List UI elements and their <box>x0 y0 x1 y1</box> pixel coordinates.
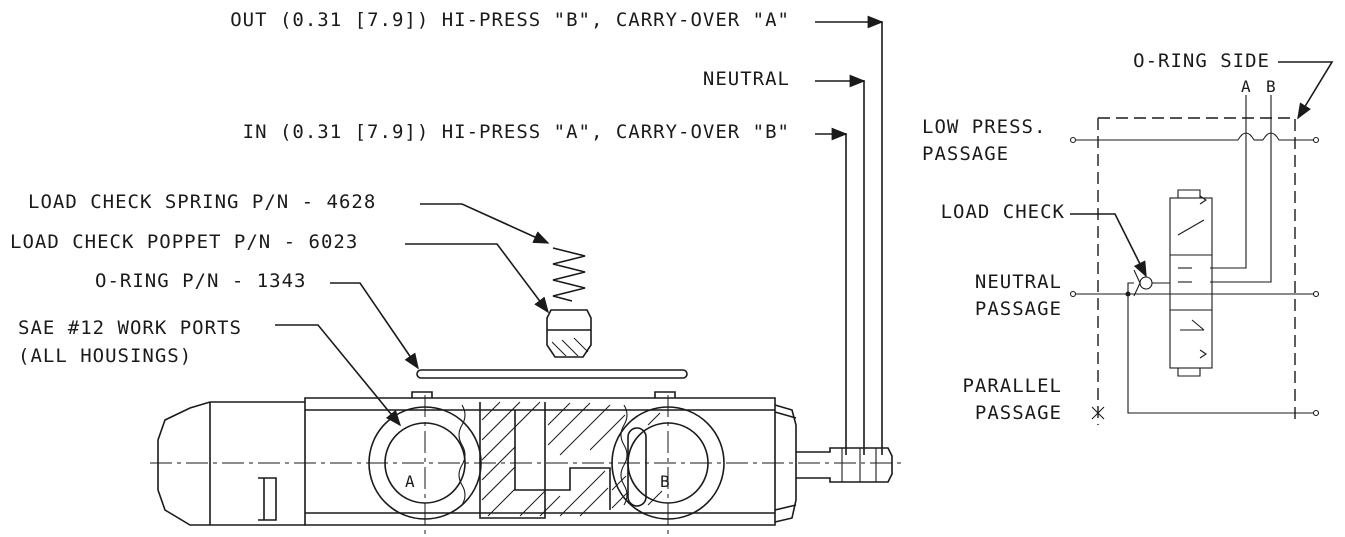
leader-spring <box>420 203 550 244</box>
leader-o-ring-side <box>1278 61 1334 120</box>
leader-in <box>815 133 847 455</box>
label-in-position: IN (0.31 [7.9]) HI-PRESS "A", CARRY-OVER… <box>243 121 790 143</box>
section-hatching <box>481 401 663 517</box>
hydraulic-schematic: O-RING SIDE A B LOW PRESS. PASSAGE <box>922 50 1334 425</box>
label-load-check-spring: LOAD CHECK SPRING P/N - 4628 <box>28 191 376 213</box>
label-work-ports: SAE #12 WORK PORTS <box>18 317 242 339</box>
label-neutral-passage: PASSAGE <box>975 298 1062 320</box>
leader-oring <box>330 282 419 370</box>
leader-work-ports <box>275 324 402 427</box>
label-parallel: PARALLEL <box>962 375 1062 397</box>
label-low-press-passage: PASSAGE <box>922 143 1009 165</box>
load-check-poppet <box>546 309 592 358</box>
schematic-port-a: A <box>1241 77 1251 96</box>
port-a-label: A <box>405 472 415 491</box>
label-load-check-poppet: LOAD CHECK POPPET P/N - 6023 <box>10 231 358 253</box>
o-ring-part <box>416 369 688 379</box>
label-low-press: LOW PRESS. <box>922 116 1046 138</box>
load-check-spring <box>552 247 586 302</box>
label-neutral: NEUTRAL <box>975 271 1062 293</box>
label-parallel-passage: PASSAGE <box>975 402 1062 424</box>
leader-out <box>815 21 883 455</box>
label-o-ring-side: O-RING SIDE <box>1133 50 1270 72</box>
leader-poppet <box>405 243 549 314</box>
port-b-label: B <box>660 472 670 491</box>
leader-load-check <box>1070 213 1147 278</box>
label-o-ring: O-RING P/N - 1343 <box>95 270 306 292</box>
leader-neutral <box>815 80 865 455</box>
label-out-position: OUT (0.31 [7.9]) HI-PRESS "B", CARRY-OVE… <box>230 9 790 31</box>
label-load-check: LOAD CHECK <box>941 201 1065 223</box>
schematic-port-b: B <box>1266 77 1276 96</box>
label-all-housings: (ALL HOUSINGS) <box>18 345 192 367</box>
valve-body: A B <box>150 391 905 535</box>
label-neutral-position: NEUTRAL <box>703 68 790 90</box>
